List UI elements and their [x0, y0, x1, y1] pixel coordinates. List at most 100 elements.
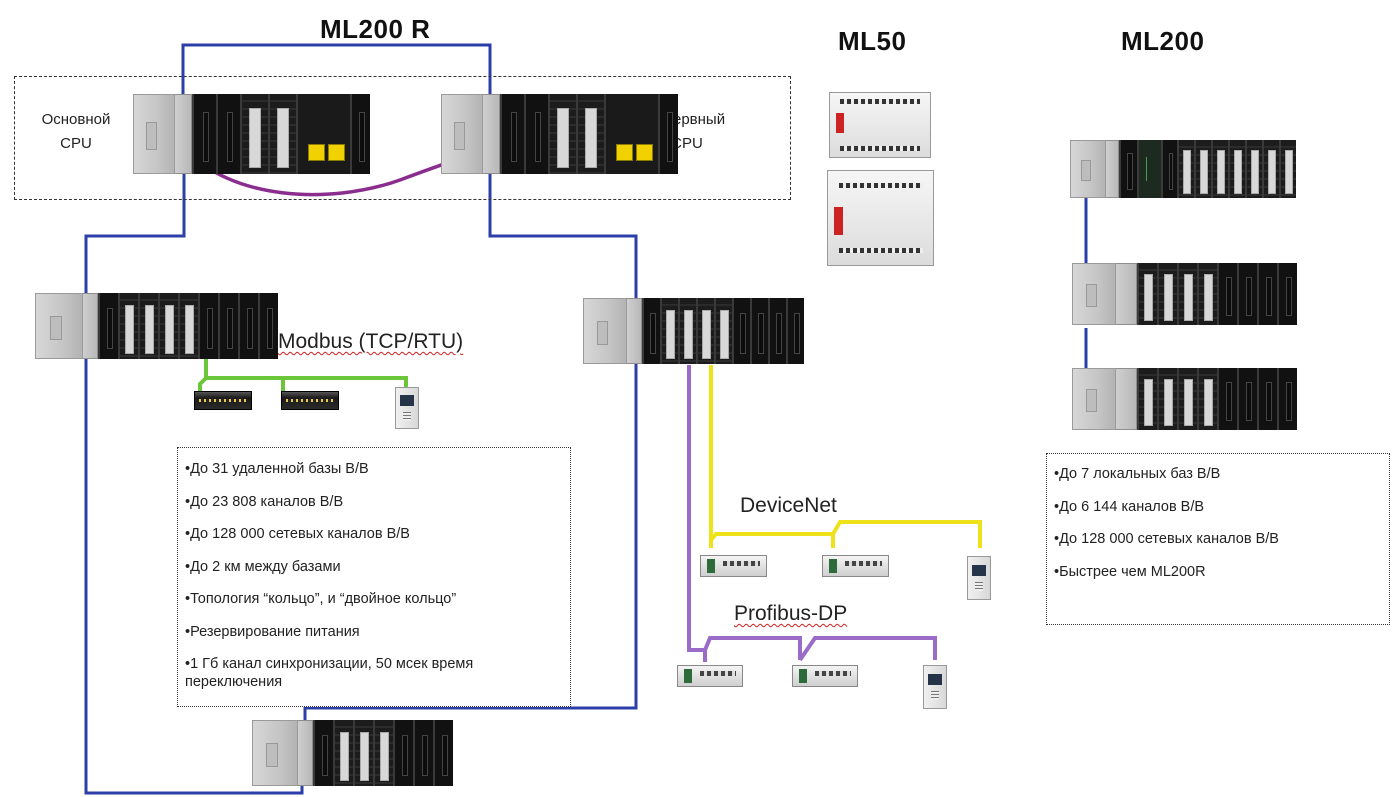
- module: [696, 298, 714, 364]
- module: [158, 293, 178, 359]
- title-ml50: ML50: [838, 26, 907, 56]
- module: [240, 94, 268, 174]
- modbus-terminal-block-icon: [281, 391, 339, 410]
- module: [732, 298, 750, 364]
- indicator: [616, 144, 633, 161]
- ring-link-top: [181, 43, 492, 128]
- module: [353, 720, 373, 786]
- profibus-drive-icon: [923, 665, 947, 709]
- module: [786, 298, 804, 364]
- profibus-node-icon: [677, 665, 743, 687]
- module: [658, 94, 678, 174]
- module: [1228, 140, 1245, 198]
- module: [1137, 140, 1161, 198]
- indicator: [636, 144, 653, 161]
- module: [218, 293, 238, 359]
- module: [1197, 368, 1217, 430]
- module: [714, 298, 732, 364]
- comm-module: [298, 720, 313, 786]
- feature-item: До 23 808 каналов В/В: [185, 493, 570, 511]
- module: [433, 720, 453, 786]
- module: [98, 293, 118, 359]
- module: [238, 293, 258, 359]
- module: [1177, 140, 1194, 198]
- devicenet-drive-icon: [967, 556, 991, 600]
- module: [313, 720, 333, 786]
- ml200-features-box: До 7 локальных баз В/В До 6 144 каналов …: [1046, 453, 1390, 625]
- module: [1211, 140, 1228, 198]
- module: [1119, 140, 1137, 198]
- module: [1217, 368, 1237, 430]
- devicenet-node-icon: [822, 555, 889, 577]
- profibus-node-icon: [792, 665, 858, 687]
- modbus-drive-icon: [395, 387, 419, 429]
- feature-item: До 128 000 сетевых каналов В/В: [185, 525, 570, 543]
- module: [548, 94, 576, 174]
- power-supply: [1070, 140, 1106, 198]
- main-cpu-label-line1: Основной: [41, 111, 111, 128]
- module: [524, 94, 548, 174]
- title-ml200: ML200: [1121, 26, 1205, 56]
- main-cpu-label-line2: CPU: [60, 135, 92, 152]
- reserve-cpu-rack-icon: [441, 94, 678, 174]
- module: [413, 720, 433, 786]
- power-supply: [583, 298, 627, 364]
- ml50-module-plc-icon: [827, 170, 934, 266]
- feature-item: До 2 км между базами: [185, 558, 570, 576]
- module: [768, 298, 786, 364]
- module: [500, 94, 524, 174]
- power-supply: [133, 94, 175, 174]
- remote-rack-bottom-icon: [252, 720, 453, 786]
- module: [1157, 263, 1177, 325]
- module: [138, 293, 158, 359]
- cpu-module: [1106, 140, 1119, 198]
- devicenet-label: DeviceNet: [740, 494, 837, 517]
- terminal-strip: [838, 183, 923, 188]
- redundant-cpu-group: [14, 76, 791, 200]
- status-led: [834, 206, 843, 235]
- module: [1262, 140, 1279, 198]
- feature-item: 1 Гб канал синхронизации, 50 мсек время …: [185, 655, 555, 691]
- main-cpu-rack-icon: [133, 94, 370, 174]
- feature-item: До 7 локальных баз В/В: [1054, 465, 1389, 483]
- power-supply: [252, 720, 298, 786]
- module: [642, 298, 660, 364]
- module: [1279, 140, 1296, 198]
- modbus-terminal-block-icon: [194, 391, 252, 410]
- module: [1137, 368, 1157, 430]
- module: [1237, 263, 1257, 325]
- ml200-main-rack-icon: [1070, 140, 1296, 198]
- module: [750, 298, 768, 364]
- feature-item: Быстрее чем ML200R: [1054, 563, 1389, 581]
- profibus-link: [687, 365, 937, 662]
- ml50-compact-plc-icon: [829, 92, 931, 158]
- comm-module: [83, 293, 98, 359]
- indicator: [328, 144, 345, 161]
- module: [1161, 140, 1177, 198]
- reserve-cpu-label-line2: CPU: [671, 135, 703, 152]
- ml200-expansion-rack-2-icon: [1072, 368, 1297, 430]
- module: [1157, 368, 1177, 430]
- title-ml200r: ML200 R: [320, 14, 431, 44]
- profibus-label-text: Profibus-DP: [734, 602, 848, 625]
- feature-item: До 128 000 сетевых каналов В/В: [1054, 530, 1389, 548]
- modbus-label: Modbus (TCP/RTU): [278, 330, 463, 354]
- ml200r-features-list: До 31 удаленной базы В/В До 23 808 канал…: [185, 460, 570, 691]
- module: [660, 298, 678, 364]
- feature-item: Резервирование питания: [185, 623, 570, 641]
- module: [373, 720, 393, 786]
- module: [576, 94, 604, 174]
- status-led: [836, 113, 844, 133]
- ml200-expansion-rack-1-icon: [1072, 263, 1297, 325]
- module: [258, 293, 278, 359]
- module: [393, 720, 413, 786]
- module: [296, 94, 350, 174]
- ml200-features-list: До 7 локальных баз В/В До 6 144 каналов …: [1054, 465, 1389, 581]
- module: [1277, 263, 1297, 325]
- module: [333, 720, 353, 786]
- expansion-module: [1116, 368, 1137, 430]
- module: [604, 94, 658, 174]
- power-supply: [1072, 368, 1116, 430]
- module: [1277, 368, 1297, 430]
